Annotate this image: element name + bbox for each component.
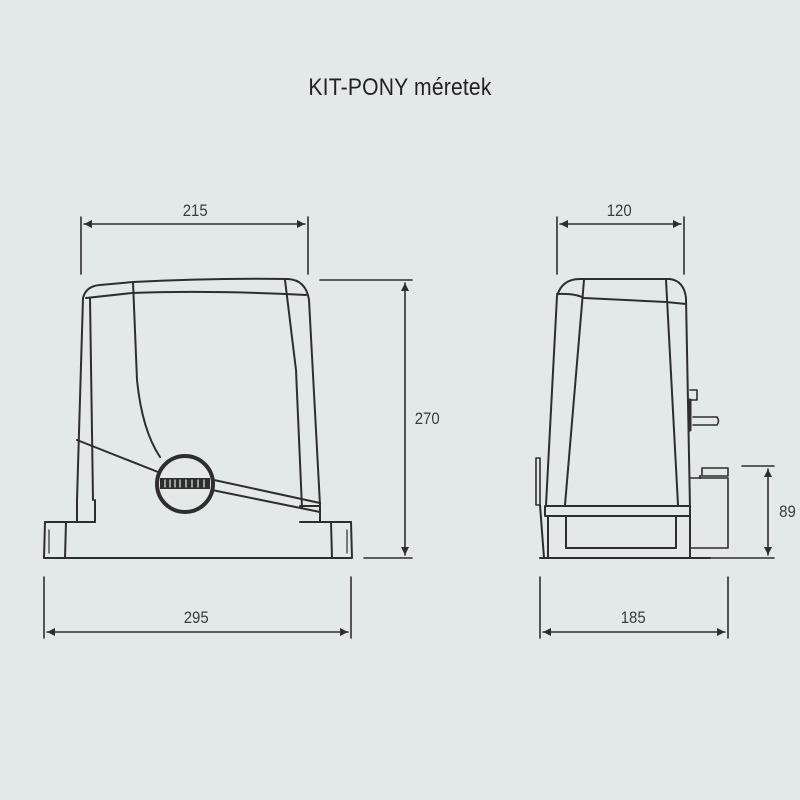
diagram-title: KIT-PONY méretek (308, 74, 492, 101)
side-base-width-label: 185 (620, 608, 646, 627)
side-bracket-height-label: 89 (779, 502, 796, 521)
front-top-width-dimension (80, 216, 309, 275)
side-pin (692, 416, 720, 426)
side-top-width-dimension (556, 216, 685, 275)
side-view-body (535, 278, 729, 559)
front-height-label: 270 (414, 409, 440, 428)
side-base-width-dimension (539, 576, 729, 639)
front-base-width-dimension (43, 576, 352, 639)
front-base-width-label: 295 (183, 608, 209, 627)
front-top-width-label: 215 (182, 201, 208, 220)
side-bracket-height-dimension (709, 465, 775, 559)
brand-logo-badge (160, 478, 210, 489)
front-height-dimension (319, 279, 413, 559)
side-top-width-label: 120 (606, 201, 632, 220)
front-view-body (43, 277, 353, 559)
